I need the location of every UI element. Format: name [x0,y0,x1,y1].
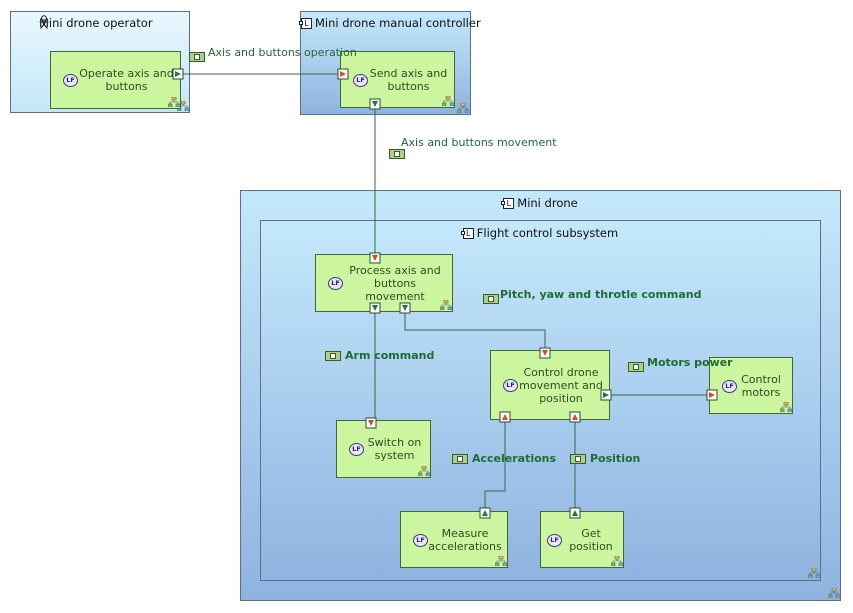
function-control-drone-movement-and-position[interactable]: LF Control drone movement and position [490,350,610,420]
logical-function-icon: LF [63,74,78,87]
exchange-text: Axis and buttons movement [401,136,557,149]
exchange-text: Pitch, yaw and throtle command [500,288,702,301]
hierarchy-tree-icon [168,97,180,107]
functional-exchange-icon [325,351,341,361]
logical-function-icon: LF [722,380,737,393]
function-label: Control motors [741,372,781,399]
input-port [569,411,581,423]
output-port [399,302,411,314]
function-label: Get position [569,526,613,553]
hierarchy-tree-icon [828,588,840,598]
logical-function-icon: LF [413,534,428,547]
functional-exchange-icon [483,294,499,304]
function-process-axis-and-buttons-movement[interactable]: LF Process axis and buttons movement [315,254,453,312]
logical-component-icon: L [501,198,515,209]
exchange-label-accelerations[interactable]: Accelerations [452,452,556,465]
input-port [337,68,349,80]
logical-component-icon: L [460,228,474,239]
exchange-label-pitch-yaw-throtle[interactable]: Pitch, yaw and throtle command [483,288,702,304]
function-label: Control drone movement and position [519,365,603,405]
functional-exchange-icon [570,454,586,464]
exchange-label-arm-command[interactable]: Arm command [325,349,434,362]
function-label: Switch on system [367,436,422,462]
function-send-axis-and-buttons[interactable]: LF Send axis and buttons [340,51,455,108]
logical-function-icon: LF [547,534,562,547]
function-label: Measure accelerations [428,526,502,553]
function-label: Send axis and buttons [369,66,448,93]
exchange-label-axis-buttons-operation[interactable]: Axis and buttons operation [189,46,357,62]
logical-function-icon: LF [503,379,518,392]
functional-exchange-icon [628,362,644,372]
output-port [479,507,491,519]
input-port [369,252,381,264]
output-port [600,389,612,401]
hierarchy-tree-icon [780,402,792,412]
functional-exchange-icon [389,149,405,159]
exchange-label-axis-buttons-movement[interactable]: Axis and buttons movement [389,136,557,159]
wire-pitch-yaw [404,312,546,349]
function-control-motors[interactable]: LF Control motors [709,357,793,414]
output-port [369,98,381,110]
input-port [499,411,511,423]
exchange-text: Motors power [647,356,733,369]
exchange-text: Arm command [345,349,435,362]
component-label: Mini drone [517,196,578,210]
functional-exchange-icon [189,52,205,62]
stick-figure-icon [39,15,49,29]
exchange-label-position[interactable]: Position [570,452,640,465]
output-port [172,68,184,80]
logical-function-icon: LF [328,277,343,290]
exchange-text: Accelerations [472,452,557,465]
input-port [539,347,551,359]
function-measure-accelerations[interactable]: LF Measure accelerations [400,511,508,568]
hierarchy-tree-icon [440,300,452,310]
hierarchy-tree-icon [457,103,469,113]
exchange-text: Position [590,452,641,465]
component-label: Mini drone manual controller [315,16,481,30]
hierarchy-tree-icon [442,96,454,106]
logical-function-icon: LF [353,74,368,87]
exchange-text: Axis and buttons operation [208,46,357,59]
function-get-position[interactable]: LF Get position [540,511,624,568]
logical-component-icon: L [299,18,312,29]
function-label: Operate axis and buttons [79,67,174,93]
output-port [569,507,581,519]
hierarchy-tree-icon [418,466,430,476]
function-operate-axis-and-buttons[interactable]: LF Operate axis and buttons [50,51,181,109]
logical-function-icon: LF [349,443,364,456]
function-label: Process axis and buttons movement [349,263,441,303]
component-label: Flight control subsystem [476,226,619,240]
container-title: Mini drone operator [39,16,189,30]
wire-accelerations [484,420,506,511]
functional-exchange-icon [452,454,468,464]
actor-label: Mini drone operator [39,16,153,30]
function-switch-on-system[interactable]: LF Switch on system [336,420,431,478]
output-port [369,302,381,314]
hierarchy-tree-icon [808,568,820,578]
hierarchy-tree-icon [611,556,623,566]
exchange-label-motors-power[interactable]: Motors power [628,356,733,372]
input-port [706,389,718,401]
input-port [365,417,377,429]
hierarchy-tree-icon [495,556,507,566]
